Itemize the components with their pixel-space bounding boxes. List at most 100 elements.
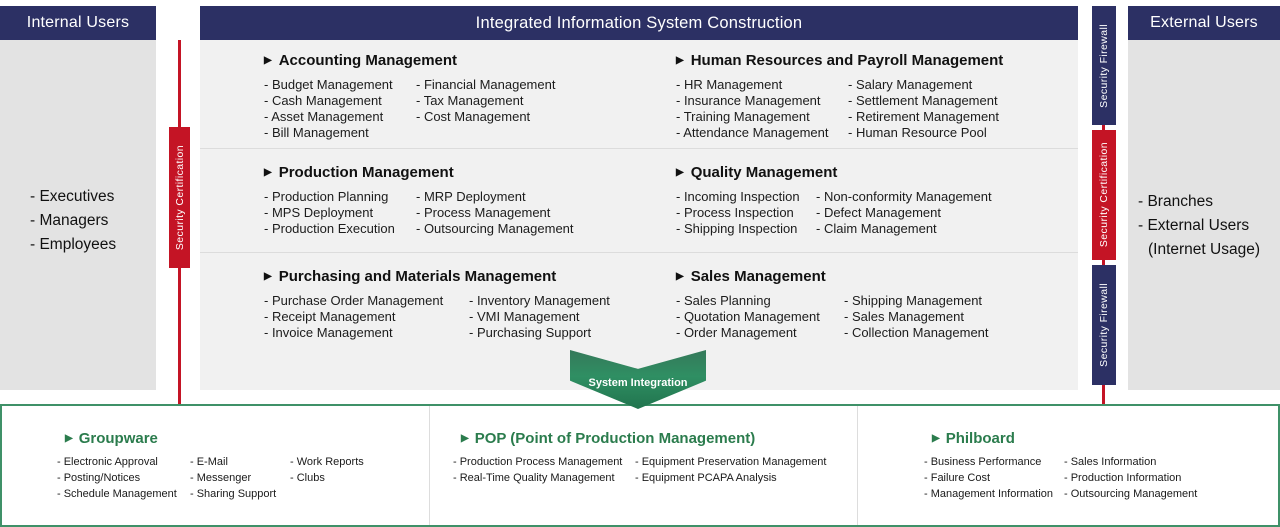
- section-columns: - Production Process Management - Real-Ti…: [453, 454, 857, 486]
- module-item: - Order Management: [676, 325, 797, 340]
- section-column: - Work Reports- Clubs: [290, 454, 364, 502]
- module-accounting: ▶ Accounting Management - Budget Managem…: [264, 52, 676, 148]
- security-certification-label: Security Certification: [1098, 142, 1110, 248]
- module-column: - HR Management- Insurance Management- T…: [676, 77, 848, 141]
- module-item: - Sales Management: [844, 309, 964, 324]
- section-title: ▶ Philboard: [932, 430, 1278, 447]
- section-column: - Business Performance - Failure Cost - Ma…: [924, 454, 1064, 502]
- module-item: - Process Management: [416, 205, 551, 220]
- section-title: ▶ Groupware: [65, 430, 429, 447]
- module-item: - Production Execution: [264, 221, 395, 236]
- module-columns: - Incoming Inspection- Process Inspectio…: [676, 189, 1078, 237]
- module-item: - MPS Deployment: [264, 205, 374, 220]
- module-title: ▶ Production Management: [264, 164, 676, 181]
- module-item: - MRP Deployment: [416, 189, 526, 204]
- module-item: - Budget Management: [264, 77, 393, 92]
- module-item: - Claim Management: [816, 221, 937, 236]
- security-certification-bar-left: Security Certification: [169, 127, 190, 268]
- module-item: - Attendance Management: [676, 125, 829, 140]
- module-row-3: ▶ Purchasing and Materials Management - …: [200, 252, 1078, 390]
- module-column: - Production Planning- MPS Deployment- P…: [264, 189, 416, 237]
- section-column: - Sales Information- Production Informat…: [1064, 454, 1197, 502]
- section-item: - Posting/Notices: [57, 472, 141, 484]
- security-firewall-bar-top: Security Firewall: [1092, 6, 1116, 125]
- external-user-item: - Branches: [1138, 193, 1213, 210]
- module-columns: - HR Management- Insurance Management- T…: [676, 77, 1078, 141]
- module-column: - Budget Management- Cash Management- As…: [264, 77, 416, 141]
- module-item: - Inventory Management: [469, 293, 610, 308]
- module-title: ▶ Quality Management: [676, 164, 1078, 181]
- module-column: - MRP Deployment- Process Management- Ou…: [416, 189, 574, 237]
- internal-users-panel: - Executives- Managers- Employees: [0, 40, 156, 390]
- section-item: - Schedule Management: [57, 488, 177, 500]
- section-item: - Production Process Management: [453, 456, 623, 468]
- module-title-text: Accounting Management: [278, 52, 458, 69]
- section-item: - Sharing Support: [190, 488, 277, 500]
- module-item: - Process Inspection: [676, 205, 794, 220]
- module-item: - Human Resource Pool: [848, 125, 987, 140]
- triangle-icon: ▶: [676, 54, 684, 66]
- section-item: - E-Mail: [190, 456, 228, 468]
- security-firewall-label: Security Firewall: [1098, 23, 1110, 108]
- module-purchasing-materials: ▶ Purchasing and Materials Management - …: [264, 268, 676, 390]
- module-row-1: ▶ Accounting Management - Budget Managem…: [200, 40, 1078, 148]
- section-item: - Real-Time Quality Management: [453, 472, 615, 484]
- module-item: - Non-conformity Management: [816, 189, 992, 204]
- section-pop: ▶ POP (Point of Production Management) -…: [429, 406, 857, 525]
- module-item: - Cash Management: [264, 93, 382, 108]
- module-item: - Retirement Management: [848, 109, 1000, 124]
- integration-applications-panel: ▶ Groupware - Electronic Approval- Posti…: [0, 404, 1280, 527]
- module-item: - Invoice Management: [264, 325, 393, 340]
- module-item: - Defect Management: [816, 205, 942, 220]
- module-column: - Shipping Management- Sales Management-…: [844, 293, 989, 341]
- module-column: - Salary Management- Settlement Manageme…: [848, 77, 999, 141]
- module-title-text: Production Management: [278, 164, 454, 181]
- triangle-icon: ▶: [264, 270, 272, 282]
- external-users-header: External Users: [1128, 6, 1280, 40]
- module-item: - Incoming Inspection: [676, 189, 800, 204]
- module-item: - Purchase Order Management: [264, 293, 444, 308]
- module-item: - Cost Management: [416, 109, 531, 124]
- module-item: - Purchasing Support: [469, 325, 592, 340]
- module-item: - Sales Planning: [676, 293, 771, 308]
- module-title-text: Quality Management: [690, 164, 838, 181]
- module-item: - Training Management: [676, 109, 810, 124]
- module-title: ▶ Accounting Management: [264, 52, 676, 69]
- module-column: - Sales Planning- Quotation Management- …: [676, 293, 844, 341]
- module-item: - Quotation Management: [676, 309, 820, 324]
- section-item: - Outsourcing Management: [1064, 488, 1198, 500]
- section-columns: - Business Performance - Failure Cost - Ma…: [924, 454, 1278, 502]
- module-item: - VMI Management: [469, 309, 580, 324]
- module-item: - Production Planning: [264, 189, 389, 204]
- section-item: - Work Reports: [290, 456, 364, 468]
- section-column: - Equipment Preservation Management- Equ…: [635, 454, 826, 486]
- triangle-icon: ▶: [932, 432, 940, 444]
- security-certification-label: Security Certification: [173, 144, 186, 251]
- internal-users-header: Internal Users: [0, 6, 156, 40]
- triangle-icon: ▶: [676, 166, 684, 178]
- module-column: - Financial Management- Tax Management- …: [416, 77, 555, 141]
- module-item: - Settlement Management: [848, 93, 998, 108]
- section-title-text: Philboard: [945, 430, 1015, 447]
- section-item: - Business Performance: [924, 456, 1042, 468]
- section-item: - Management Information: [924, 488, 1054, 500]
- triangle-icon: ▶: [461, 432, 469, 444]
- module-title: ▶ Human Resources and Payroll Management: [676, 52, 1078, 69]
- section-column: - Production Process Management - Real-Ti…: [453, 454, 635, 486]
- module-title: ▶ Purchasing and Materials Management: [264, 268, 676, 285]
- module-title-text: Purchasing and Materials Management: [278, 268, 557, 285]
- system-integration-label: System Integration: [588, 377, 688, 389]
- module-item: - Asset Management: [264, 109, 384, 124]
- module-production: ▶ Production Management - Production Pla…: [264, 164, 676, 252]
- internal-user-item: - Managers: [30, 212, 109, 229]
- module-title-text: Sales Management: [690, 268, 826, 285]
- module-title: ▶ Sales Management: [676, 268, 1078, 285]
- section-item: - Failure Cost: [924, 472, 991, 484]
- external-user-item: (Internet Usage): [1148, 241, 1260, 258]
- integrated-system-panel: ▶ Accounting Management - Budget Managem…: [200, 40, 1078, 390]
- module-columns: - Sales Planning- Quotation Management- …: [676, 293, 1078, 341]
- section-item: - Equipment PCAPA Analysis: [635, 472, 777, 484]
- section-groupware: ▶ Groupware - Electronic Approval- Posti…: [2, 406, 429, 525]
- module-item: - Tax Management: [416, 93, 524, 108]
